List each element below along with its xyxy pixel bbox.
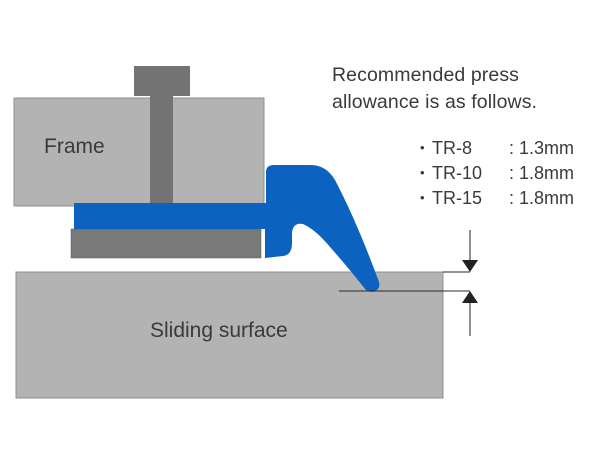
seal-base-strip: [70, 228, 262, 259]
note-line-2: allowance is as follows.: [332, 91, 538, 113]
spec-item-tr8: • TR-8 : 1.3mm: [420, 138, 574, 159]
frame-block: [13, 97, 265, 207]
spec-model: TR-15: [432, 188, 483, 208]
blue-seal: [74, 165, 380, 292]
bolt-head: [134, 66, 190, 96]
bullet-icon: •: [420, 165, 425, 180]
spec-item-tr10: • TR-10 : 1.8mm: [420, 163, 574, 184]
spec-separator: :: [504, 188, 520, 208]
note-line-1: Recommended press: [332, 64, 520, 86]
bullet-icon: •: [420, 140, 425, 155]
spec-item-tr15: • TR-15 : 1.8mm: [420, 188, 574, 209]
frame-label: Frame: [44, 135, 105, 158]
sliding-surface-label: Sliding surface: [150, 319, 288, 342]
spec-value: 1.8mm: [519, 163, 575, 183]
bullet-icon: •: [420, 190, 425, 205]
up-arrow-head: [462, 291, 478, 303]
bolt-shank: [150, 96, 173, 204]
spec-separator: :: [504, 163, 520, 183]
down-arrow-head: [462, 260, 478, 272]
spec-model: TR-10: [432, 163, 483, 183]
spec-value: 1.8mm: [519, 188, 575, 208]
spec-model: TR-8: [432, 138, 472, 158]
spec-value: 1.3mm: [519, 138, 575, 158]
spec-separator: :: [504, 138, 520, 158]
sliding-surface-block: [15, 271, 444, 399]
